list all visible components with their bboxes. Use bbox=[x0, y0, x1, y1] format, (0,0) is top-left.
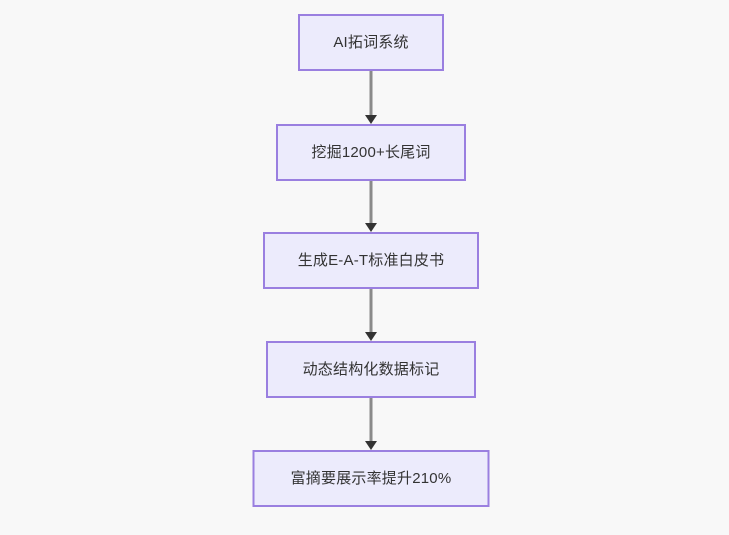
arrowhead-n2-n3 bbox=[365, 223, 377, 232]
edge-n1-n2 bbox=[369, 71, 373, 115]
flowchart-node-mine-longtail-keywords[interactable]: 挖掘1200+长尾词 bbox=[276, 124, 466, 181]
flowchart-node-dynamic-structured-data-markup[interactable]: 动态结构化数据标记 bbox=[266, 341, 476, 398]
node-label: 动态结构化数据标记 bbox=[302, 361, 440, 378]
arrowhead-n4-n5 bbox=[365, 441, 377, 450]
node-label: 挖掘1200+长尾词 bbox=[311, 144, 431, 161]
node-label: 生成E-A-T标准白皮书 bbox=[297, 252, 445, 269]
arrowhead-n3-n4 bbox=[365, 332, 377, 341]
edge-n2-n3 bbox=[369, 181, 373, 223]
edge-n3-n4 bbox=[369, 289, 373, 332]
flowchart-node-rich-snippet-impression-uplift[interactable]: 富摘要展示率提升210% bbox=[252, 450, 490, 507]
arrowhead-n1-n2 bbox=[365, 115, 377, 124]
node-label: 富摘要展示率提升210% bbox=[290, 470, 452, 487]
node-label: AI拓词系统 bbox=[333, 34, 409, 51]
edge-n4-n5 bbox=[369, 398, 373, 441]
flowchart-node-ai-keyword-system[interactable]: AI拓词系统 bbox=[298, 14, 444, 71]
flowchart-node-generate-eat-whitepaper[interactable]: 生成E-A-T标准白皮书 bbox=[263, 232, 479, 289]
